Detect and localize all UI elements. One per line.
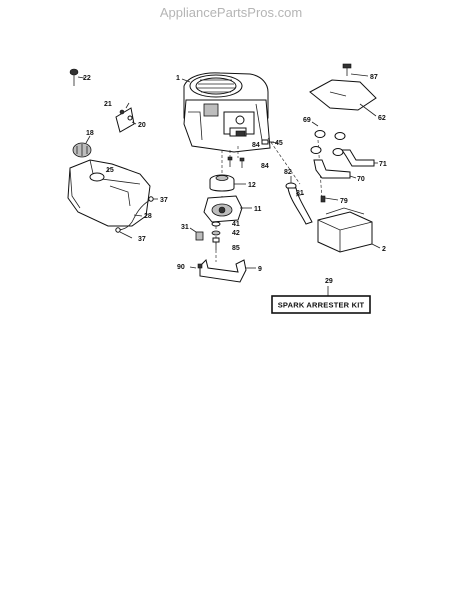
part-clutch-11[interactable] (203, 195, 252, 223)
callout-84-lower: 84 (261, 163, 269, 170)
callout-87: 87 (370, 74, 378, 81)
callout-1: 1 (176, 75, 180, 82)
callout-9: 9 (258, 266, 262, 273)
callout-37-bottom: 37 (138, 236, 146, 243)
callout-70: 70 (357, 176, 365, 183)
part-tube-81[interactable] (287, 187, 313, 225)
part-bracket-20[interactable] (115, 102, 137, 133)
part-fuel-line-28[interactable] (115, 196, 158, 239)
callout-20: 20 (138, 122, 146, 129)
part-engine-1[interactable] (181, 72, 279, 153)
callout-79: 79 (340, 198, 348, 205)
callout-81: 81 (296, 190, 304, 197)
part-washer-42[interactable] (211, 230, 221, 236)
callout-62: 62 (378, 115, 386, 122)
spark-arrester-kit-label: SPARK ARRESTER KIT (278, 301, 365, 310)
callout-21: 21 (104, 101, 112, 108)
part-fastener-22[interactable] (69, 68, 85, 86)
part-fuel-cap-18[interactable] (72, 135, 92, 158)
callout-29: 29 (325, 278, 333, 285)
callout-37-top: 37 (160, 197, 168, 204)
callout-82: 82 (284, 169, 292, 176)
callout-71: 71 (379, 161, 387, 168)
part-exhaust-pipe-70[interactable] (313, 159, 357, 179)
callout-69: 69 (303, 117, 311, 124)
part-bolt-45[interactable] (261, 139, 274, 145)
part-rod-9[interactable] (199, 259, 256, 283)
part-screw-87[interactable] (342, 63, 369, 77)
callout-84-upper: 84 (252, 142, 260, 149)
callout-15: 15 (106, 167, 114, 174)
callout-31: 31 (181, 224, 189, 231)
site-watermark: AppliancePartsPros.com (160, 5, 302, 20)
callout-45: 45 (275, 140, 283, 147)
part-gasket-69[interactable] (310, 121, 346, 156)
part-bolt-85[interactable] (212, 237, 220, 250)
callout-12: 12 (248, 182, 256, 189)
callout-labels: 1 22 21 20 18 15 37 28 37 45 84 84 12 11… (83, 74, 387, 285)
callout-85: 85 (232, 245, 240, 252)
callout-2: 2 (382, 246, 386, 253)
callout-18: 18 (86, 130, 94, 137)
callout-11: 11 (254, 206, 262, 213)
part-fuel-tank-15[interactable] (67, 159, 151, 227)
part-pulley-12[interactable] (209, 174, 246, 192)
part-bolt-84[interactable] (227, 156, 245, 168)
callout-42: 42 (232, 230, 240, 237)
spark-arrester-kit[interactable]: SPARK ARRESTER KIT (271, 286, 371, 314)
part-heat-shield-62[interactable] (309, 79, 377, 117)
callout-22: 22 (83, 75, 91, 82)
part-spacer-31[interactable] (189, 227, 204, 241)
callout-90: 90 (177, 264, 185, 271)
part-muffler-2[interactable] (317, 207, 381, 253)
part-washer-41[interactable] (211, 221, 221, 227)
part-clamp-82[interactable] (285, 176, 297, 190)
part-screw-79[interactable] (320, 195, 339, 203)
part-exhaust-pipe-71[interactable] (341, 149, 378, 167)
callout-28: 28 (144, 213, 152, 220)
part-screw-90[interactable] (189, 263, 203, 269)
callout-41: 41 (232, 221, 240, 228)
